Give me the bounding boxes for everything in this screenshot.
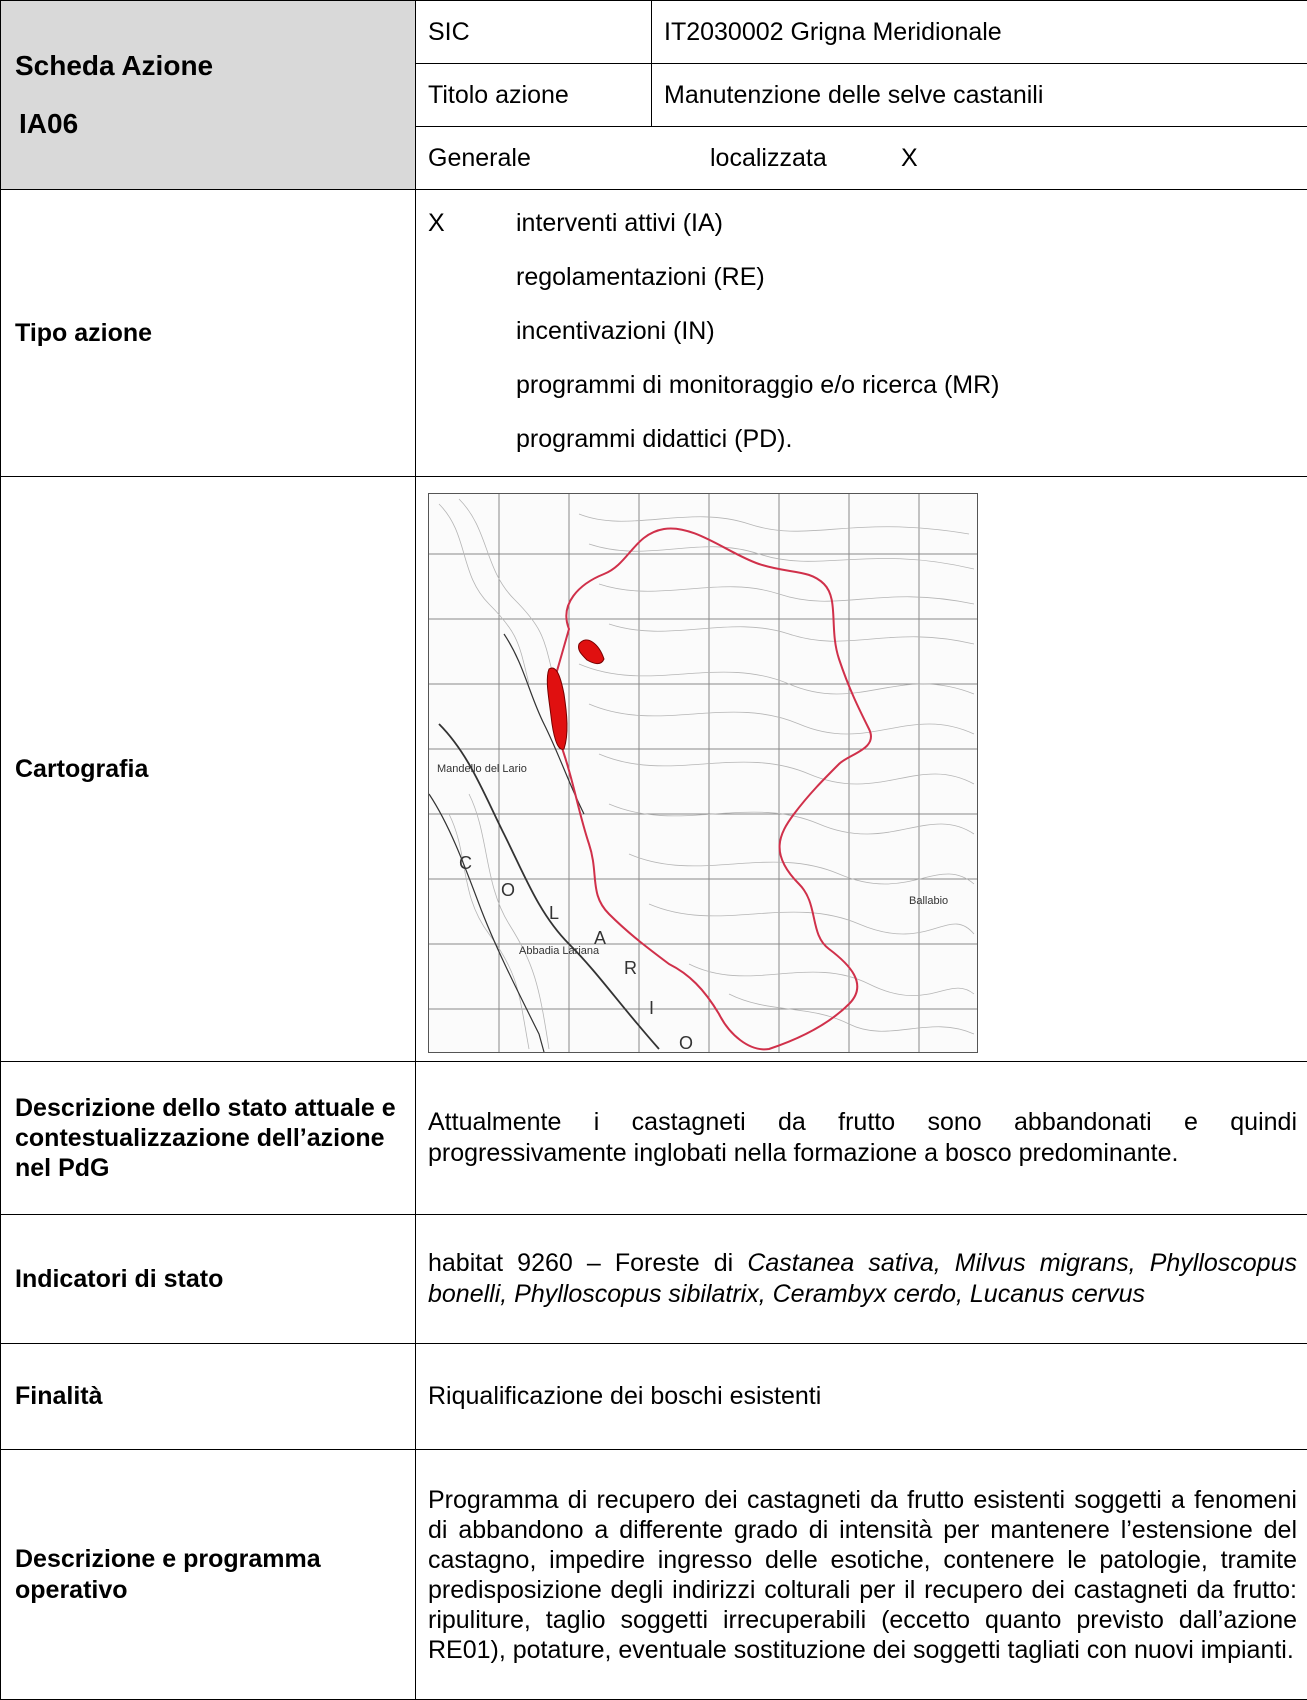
topographic-map: C O L A R I O Mandello del Lario Abbadia…: [428, 493, 978, 1053]
indicatori-plain: habitat 9260 – Foreste di: [428, 1249, 747, 1277]
tipo-azione-label: Tipo azione: [1, 190, 416, 477]
stato-attuale-text: Attualmente i castagneti da frutto sono …: [416, 1062, 1307, 1215]
generale-label: Generale: [428, 143, 710, 174]
programma-label: Descrizione e programma operativo: [1, 1450, 416, 1700]
tipo-option: programmi di monitoraggio e/o ricerca (M…: [428, 358, 1307, 412]
option-mark: X: [428, 208, 516, 239]
sheet-title: Scheda Azione: [1, 46, 415, 86]
option-text: interventi attivi (IA): [516, 208, 723, 239]
tipo-option: incentivazioni (IN): [428, 304, 1307, 358]
sic-value: IT2030002 Grigna Meridionale: [652, 1, 1307, 64]
titolo-label: Titolo azione: [416, 64, 652, 127]
map-label-town: Abbadia Lariana: [519, 945, 600, 957]
localizzata-label: localizzata: [710, 143, 901, 174]
map-label-letter: O: [501, 880, 515, 900]
tipo-option: regolamentazioni (RE): [428, 250, 1307, 304]
action-code: IA06: [1, 104, 415, 144]
generale-row: Generale localizzata X: [416, 127, 1307, 190]
cartografia-label: Cartografia: [1, 477, 416, 1062]
sic-label: SIC: [416, 1, 652, 64]
header-cell: Scheda Azione IA06: [1, 1, 416, 190]
option-text: regolamentazioni (RE): [516, 262, 765, 293]
map-label-letter: C: [459, 853, 472, 873]
option-text: programmi di monitoraggio e/o ricerca (M…: [516, 370, 999, 401]
indicatori-label: Indicatori di stato: [1, 1215, 416, 1344]
stato-attuale-label: Descrizione dello stato attuale e contes…: [1, 1062, 416, 1215]
indicatori-text: habitat 9260 – Foreste di Castanea sativ…: [416, 1215, 1307, 1344]
map-label-town: Mandello del Lario: [437, 763, 527, 775]
option-text: programmi didattici (PD).: [516, 424, 792, 455]
map-label-town: Ballabio: [909, 895, 948, 907]
cartografia-cell: C O L A R I O Mandello del Lario Abbadia…: [416, 477, 1307, 1062]
finalita-label: Finalità: [1, 1344, 416, 1450]
map-drawing: C O L A R I O Mandello del Lario Abbadia…: [429, 494, 977, 1052]
finalita-text: Riqualificazione dei boschi esistenti: [416, 1344, 1307, 1450]
localizzata-mark: X: [901, 143, 918, 174]
map-label-letter: I: [649, 998, 654, 1018]
tipo-option: programmi didattici (PD).: [428, 412, 1307, 466]
programma-text: Programma di recupero dei castagneti da …: [416, 1450, 1307, 1700]
titolo-value: Manutenzione delle selve castanili: [652, 64, 1307, 127]
map-label-letter: L: [549, 903, 559, 923]
map-label-letter: O: [679, 1033, 693, 1052]
map-label-letter: R: [624, 958, 637, 978]
option-text: incentivazioni (IN): [516, 316, 715, 347]
